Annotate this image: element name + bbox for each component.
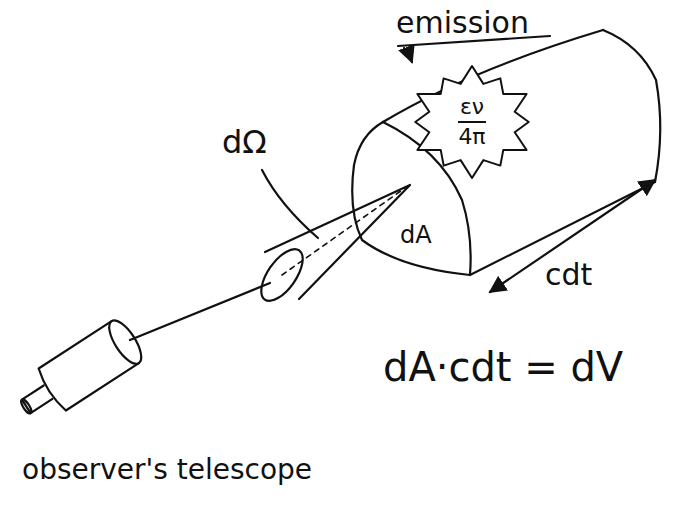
star-burst: εν4π — [407, 64, 537, 180]
numerator: εν — [458, 95, 485, 119]
cone-sides — [265, 185, 410, 299]
label: emission — [396, 6, 529, 39]
leader-line — [262, 170, 318, 238]
label: dA — [400, 222, 432, 248]
denominator: 4π — [458, 121, 485, 149]
pointer-arrow — [404, 48, 412, 62]
label: cdt — [545, 258, 592, 291]
length-arrow — [490, 180, 655, 292]
cylinder-end — [603, 30, 660, 182]
label: observer's telescope — [22, 455, 312, 486]
telescope — [10, 316, 147, 429]
label: dA·cdt = dV — [383, 345, 623, 389]
sight-line — [130, 283, 270, 340]
label: dΩ — [222, 125, 267, 160]
cone-axis — [282, 188, 405, 275]
